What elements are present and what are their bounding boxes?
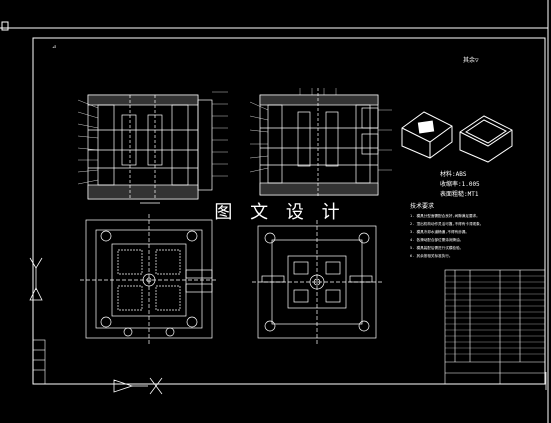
svg-text:3. 模具冷却水道畅通,不得有渗漏。: 3. 模具冷却水道畅通,不得有渗漏。 [410, 229, 469, 234]
roughness-mark: 其余▽ ⊿ [52, 44, 479, 64]
svg-text:材料:ABS: 材料:ABS [440, 170, 467, 178]
svg-text:4. 各滑动配合部位需涂润滑油。: 4. 各滑动配合部位需涂润滑油。 [410, 237, 463, 242]
material-info: 材料:ABS 收缩率:1.005 表面粗糙:MT1 [440, 170, 480, 198]
svg-text:收缩率:1.005: 收缩率:1.005 [440, 180, 480, 188]
svg-text:6. 其余按相关标准执行。: 6. 其余按相关标准执行。 [410, 253, 452, 258]
product-iso-closed [401, 111, 453, 159]
right-section-view [249, 88, 392, 196]
svg-text:1. 模具分型面需配合良好,间隙满足要求。: 1. 模具分型面需配合良好,间隙满足要求。 [410, 213, 480, 218]
right-plan-view [252, 220, 382, 344]
title-block [444, 269, 546, 385]
svg-text:技术要求: 技术要求 [410, 202, 434, 210]
svg-text:表面粗糙:MT1: 表面粗糙:MT1 [440, 190, 479, 198]
svg-text:5. 模具装配后需进行试模检验。: 5. 模具装配后需进行试模检验。 [410, 245, 463, 250]
technical-requirements: 技术要求 1. 模具分型面需配合良好,间隙满足要求。 2. 顶出机构动作灵活可靠… [410, 202, 483, 258]
svg-text:⊿: ⊿ [52, 44, 56, 50]
side-stamp-strip [32, 339, 46, 385]
direction-symbols [29, 257, 547, 395]
left-section-view [77, 91, 228, 204]
svg-text:其余▽: 其余▽ [463, 56, 479, 64]
svg-text:2. 顶出机构动作灵活可靠,不得有卡滞现象。: 2. 顶出机构动作灵活可靠,不得有卡滞现象。 [410, 221, 483, 226]
left-plan-view [80, 214, 218, 344]
watermark-text: 图 文 设 计 [214, 202, 346, 223]
product-iso-open [459, 115, 513, 163]
